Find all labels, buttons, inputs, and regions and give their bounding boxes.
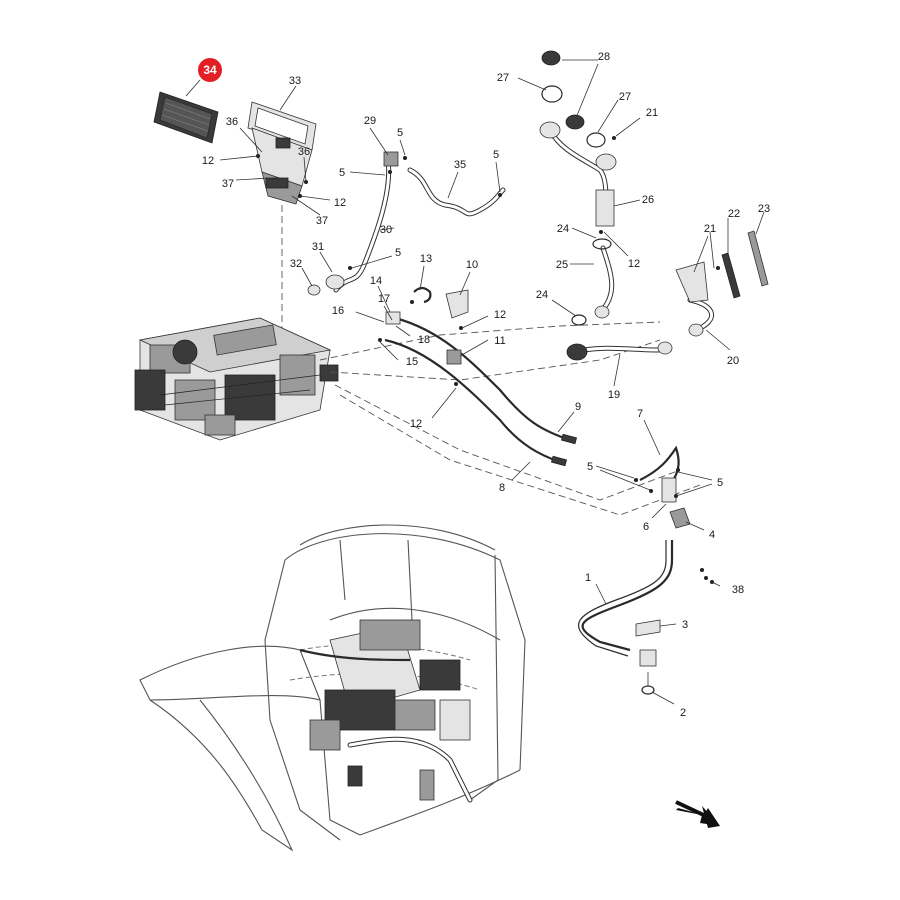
filler-neck-26[interactable]	[539, 121, 617, 227]
callout-38: 38	[732, 584, 744, 596]
filler-cap-28[interactable]	[541, 50, 585, 130]
callout-33: 33	[289, 75, 301, 87]
callout-27-top: 27	[497, 72, 509, 84]
callout-12-lines: 12	[410, 418, 422, 430]
highlight-badge-label: 34	[203, 63, 217, 77]
grommet-2[interactable]	[641, 685, 655, 695]
clamp-13[interactable]	[413, 286, 432, 304]
callout-12-neck: 12	[628, 258, 640, 270]
callout-37-left: 37	[222, 178, 234, 190]
callout-15: 15	[406, 356, 418, 368]
callout-10: 10	[466, 259, 478, 271]
bracket-3[interactable]	[635, 619, 661, 637]
callout-31: 31	[312, 241, 324, 253]
callout-19: 19	[608, 389, 620, 401]
bracket-10[interactable]	[445, 289, 469, 319]
callout-36-left: 36	[226, 116, 238, 128]
fitting-31[interactable]	[307, 274, 345, 296]
cab-floor-assembly	[299, 619, 473, 803]
callout-22: 22	[728, 208, 740, 220]
callout-3: 3	[682, 619, 688, 631]
callout-5-a: 5	[397, 127, 403, 139]
callout-28: 28	[598, 51, 610, 63]
callout-9: 9	[575, 401, 581, 413]
callout-35: 35	[454, 159, 466, 171]
callout-14: 14	[370, 275, 382, 287]
direction-arrow-icon	[675, 800, 720, 828]
hose-19[interactable]	[566, 341, 673, 361]
elbow-20[interactable]	[687, 297, 715, 337]
line-9[interactable]	[394, 316, 571, 442]
callout-5-b: 5	[339, 167, 345, 179]
strip-23[interactable]	[747, 230, 769, 287]
filter-housing[interactable]	[247, 101, 317, 205]
cabin-air-filter[interactable]	[153, 91, 219, 144]
line-8[interactable]	[384, 338, 561, 464]
callout-27-mid: 27	[619, 91, 631, 103]
callout-18: 18	[418, 334, 430, 346]
callout-13: 13	[420, 253, 432, 265]
clip-24[interactable]	[571, 314, 587, 326]
bracket-11[interactable]	[446, 349, 462, 365]
bracket-21[interactable]	[675, 261, 709, 303]
callout-24-top: 24	[557, 223, 569, 235]
callout-21-bracket: 21	[704, 223, 716, 235]
callout-21-neck: 21	[646, 107, 658, 119]
callout-20: 20	[727, 355, 739, 367]
callout-17: 17	[378, 293, 390, 305]
tube-1[interactable]	[577, 540, 674, 657]
callout-12-housing-right: 12	[334, 197, 346, 209]
callout-5-c: 5	[493, 149, 499, 161]
callout-25: 25	[556, 259, 568, 271]
seal-ring-27[interactable]	[541, 85, 606, 148]
callout-29: 29	[364, 115, 376, 127]
callout-8: 8	[499, 482, 505, 494]
hose-7[interactable]	[639, 445, 680, 483]
hose-25[interactable]	[592, 238, 615, 319]
callout-23: 23	[758, 203, 770, 215]
callout-36-right: 36	[298, 146, 310, 158]
callout-5-e: 5	[587, 461, 593, 473]
cab-frame	[139, 524, 526, 852]
callout-12-housing: 12	[202, 155, 214, 167]
highlight-badge[interactable]: 34	[198, 58, 222, 82]
callout-11: 11	[494, 335, 505, 347]
callout-16: 16	[332, 305, 344, 317]
callout-6: 6	[643, 521, 649, 533]
callout-4: 4	[709, 529, 715, 541]
bracket-4[interactable]	[669, 507, 691, 529]
callout-30: 30	[380, 224, 392, 236]
hvac-unit[interactable]	[134, 317, 339, 441]
callout-37-right: 37	[316, 215, 328, 227]
callout-24-bottom: 24	[536, 289, 548, 301]
callout-7: 7	[637, 408, 643, 420]
strip-22[interactable]	[721, 252, 741, 299]
callout-32: 32	[290, 258, 302, 270]
callout-2: 2	[680, 707, 686, 719]
callout-5-f: 5	[717, 477, 723, 489]
fitting-6[interactable]	[661, 477, 677, 503]
fitting-29[interactable]	[383, 151, 399, 167]
callout-5-d: 5	[395, 247, 401, 259]
hose-30[interactable]	[333, 157, 392, 293]
callout-26: 26	[642, 194, 654, 206]
callout-1: 1	[585, 572, 591, 584]
mount-1[interactable]	[639, 649, 657, 667]
callout-12-bracket: 12	[494, 309, 506, 321]
hose-35[interactable]	[407, 167, 506, 217]
